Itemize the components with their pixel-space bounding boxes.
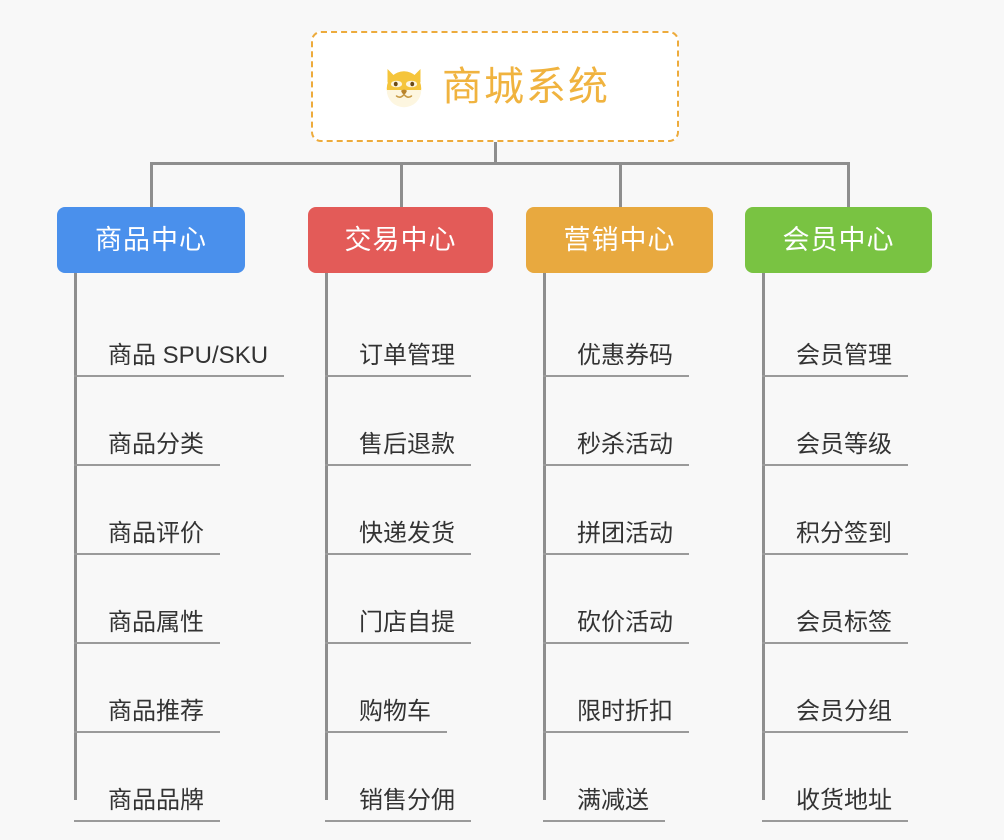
category-box-1[interactable]: 商品中心: [57, 207, 245, 273]
category-box-4[interactable]: 会员中心: [745, 207, 932, 273]
leaf-label: 门店自提: [359, 609, 455, 636]
branch-spine-3: [543, 273, 546, 800]
root-node[interactable]: 商城系统: [311, 31, 679, 142]
category-label-3: 营销中心: [563, 224, 676, 255]
leaf-label: 售后退款: [359, 431, 455, 458]
leaf-label: 满减送: [577, 787, 649, 814]
category-box-2[interactable]: 交易中心: [308, 207, 493, 273]
leaf-label: 砍价活动: [577, 609, 673, 636]
leaf-label: 购物车: [359, 698, 431, 725]
connector-drop-4: [847, 162, 850, 209]
connector-root-stem: [494, 142, 497, 164]
connector-horizontal-bus: [150, 162, 850, 165]
leaf-label: 商品推荐: [108, 698, 204, 725]
connector-drop-2: [400, 162, 403, 209]
category-label-2: 交易中心: [344, 224, 457, 255]
root-title: 商城系统: [442, 64, 610, 109]
dog-face-icon: [380, 63, 428, 111]
leaf-label: 会员管理: [796, 342, 892, 369]
category-label-4: 会员中心: [782, 224, 895, 255]
leaf-label: 销售分佣: [359, 787, 455, 814]
connector-drop-1: [150, 162, 153, 209]
leaf-label: 会员分组: [796, 698, 892, 725]
leaf-label: 商品属性: [108, 609, 204, 636]
leaf-label: 秒杀活动: [577, 431, 673, 458]
leaf-label: 限时折扣: [577, 698, 673, 725]
category-box-3[interactable]: 营销中心: [526, 207, 713, 273]
branch-spine-1: [74, 273, 77, 800]
leaf-label: 积分签到: [796, 520, 892, 547]
leaf-label: 会员标签: [796, 609, 892, 636]
leaf-label: 会员等级: [796, 431, 892, 458]
category-label-1: 商品中心: [95, 224, 207, 255]
branch-spine-2: [325, 273, 328, 800]
connector-drop-3: [619, 162, 622, 209]
branch-spine-4: [762, 273, 765, 800]
leaf-label: 订单管理: [359, 342, 455, 369]
leaf-label: 商品 SPU/SKU: [108, 342, 269, 369]
leaf-label: 商品评价: [108, 520, 204, 547]
leaf-label: 商品分类: [108, 431, 204, 458]
leaf-label: 优惠券码: [577, 342, 673, 369]
leaf-label: 收货地址: [796, 787, 892, 814]
leaf-label: 快递发货: [359, 520, 455, 547]
leaf-label: 商品品牌: [108, 787, 204, 814]
leaf-label: 拼团活动: [577, 520, 673, 547]
